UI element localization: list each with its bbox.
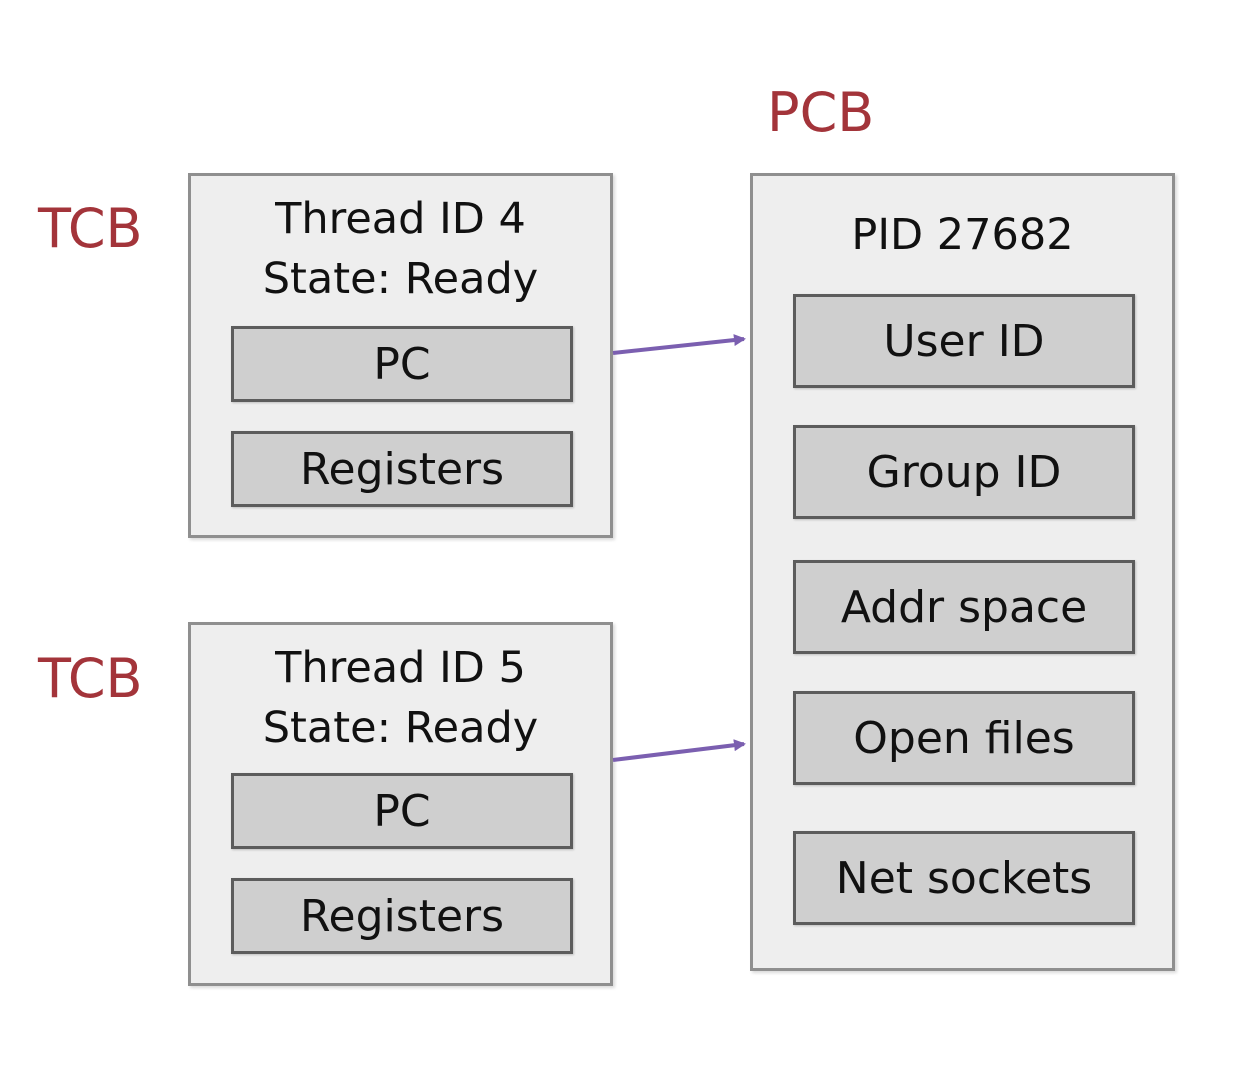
arrow-tcb2-to-pcb: [612, 739, 746, 762]
pc-field: PC: [231, 326, 573, 402]
group-id-field: Group ID: [793, 425, 1135, 519]
user-id-field: User ID: [793, 294, 1135, 388]
arrow-tcb1-to-pcb: [612, 334, 746, 355]
pcb-label: PCB: [767, 81, 875, 144]
registers-field: Registers: [231, 431, 573, 507]
thread-id-text: Thread ID 5: [275, 643, 526, 693]
tcb-label-2: TCB: [38, 647, 143, 710]
open-files-field: Open files: [793, 691, 1135, 785]
tcb-label-1: TCB: [38, 197, 143, 260]
thread-state-text: State: Ready: [262, 703, 539, 753]
tcb-box-thread-4: Thread ID 4 State: Ready PC Registers: [188, 173, 613, 538]
pid-text: PID 27682: [851, 210, 1074, 260]
thread-id-text: Thread ID 4: [275, 194, 526, 244]
pc-field: PC: [231, 773, 573, 849]
tcb-box-thread-5: Thread ID 5 State: Ready PC Registers: [188, 622, 613, 986]
registers-field: Registers: [231, 878, 573, 954]
pcb-box: PID 27682 User ID Group ID Addr space Op…: [750, 173, 1175, 971]
thread-state-text: State: Ready: [262, 254, 539, 304]
addr-space-field: Addr space: [793, 560, 1135, 654]
net-sockets-field: Net sockets: [793, 831, 1135, 925]
